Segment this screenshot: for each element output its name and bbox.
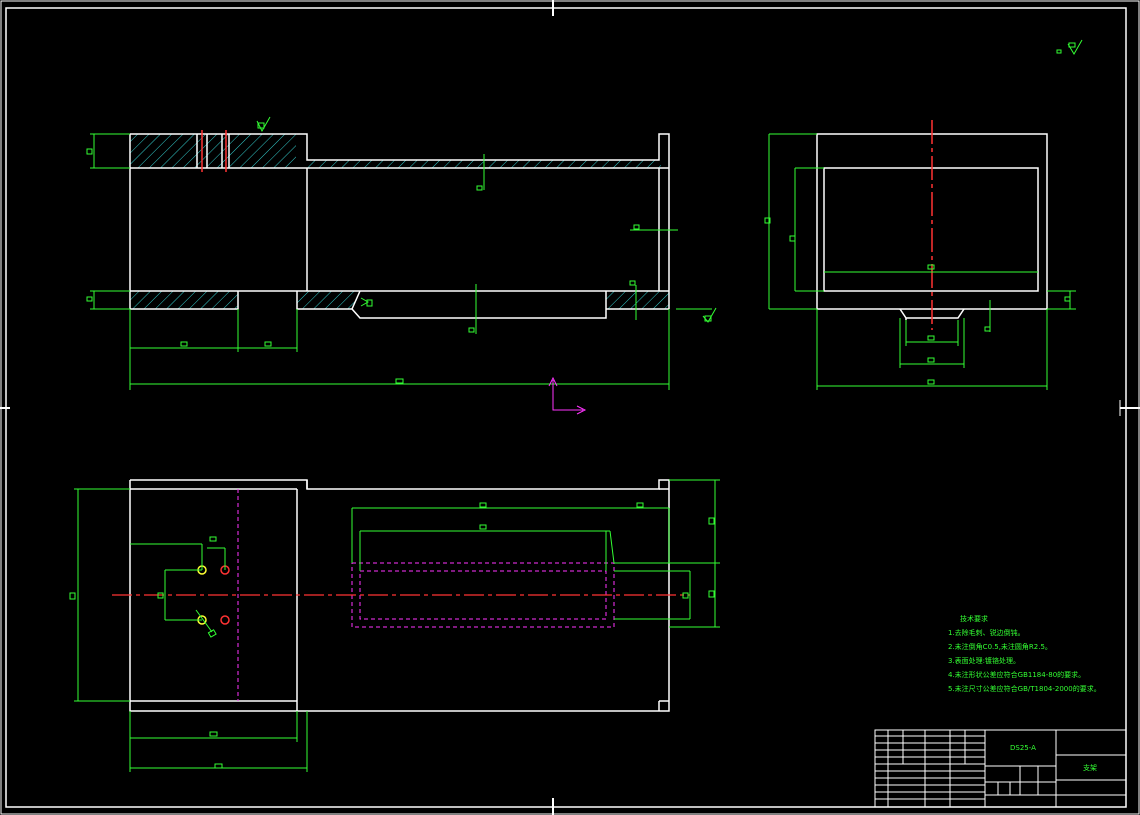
part-name: 支架 (1083, 764, 1097, 772)
front-view-hole-centerlines (201, 130, 227, 172)
requirement-item: 5.未注尺寸公差应符合GB/T1804-2000的要求。 (948, 685, 1101, 693)
top-view-dimensions (69, 479, 720, 772)
top-view-outline (129, 479, 670, 712)
section-hatch-bottom-left (130, 291, 238, 309)
side-view-dimensions (764, 133, 1076, 390)
front-view-dimensions (86, 116, 717, 390)
section-hatch-bottom-right (606, 291, 669, 309)
mounting-hole (220, 615, 230, 625)
title-block[interactable] (874, 729, 1127, 808)
front-view[interactable] (86, 116, 717, 390)
requirement-item: 2.未注倒角C0.5,未注圆角R2.5。 (948, 643, 1052, 651)
ucs-axis-icon (548, 376, 587, 415)
roughness-symbol-general (1056, 39, 1083, 55)
section-hatch-bottom-mid (297, 291, 357, 309)
side-view[interactable] (764, 120, 1076, 390)
technical-requirements: 技术要求 1.去除毛刺、锐边倒钝。 2.未注倒角C0.5,未注圆角R2.5。 3… (948, 612, 1101, 696)
technical-requirements-heading: 技术要求 (960, 615, 988, 623)
requirement-item: 4.未注形状公差应符合GB1184-80的要求。 (948, 671, 1086, 679)
drawing-code: DS25-A (1010, 744, 1036, 752)
top-view[interactable] (69, 479, 720, 772)
requirement-item: 3.表面处理:镀铬处理。 (948, 657, 1021, 665)
section-hatch-top-left (130, 134, 296, 168)
requirement-item: 1.去除毛刺、锐边倒钝。 (948, 629, 1025, 637)
